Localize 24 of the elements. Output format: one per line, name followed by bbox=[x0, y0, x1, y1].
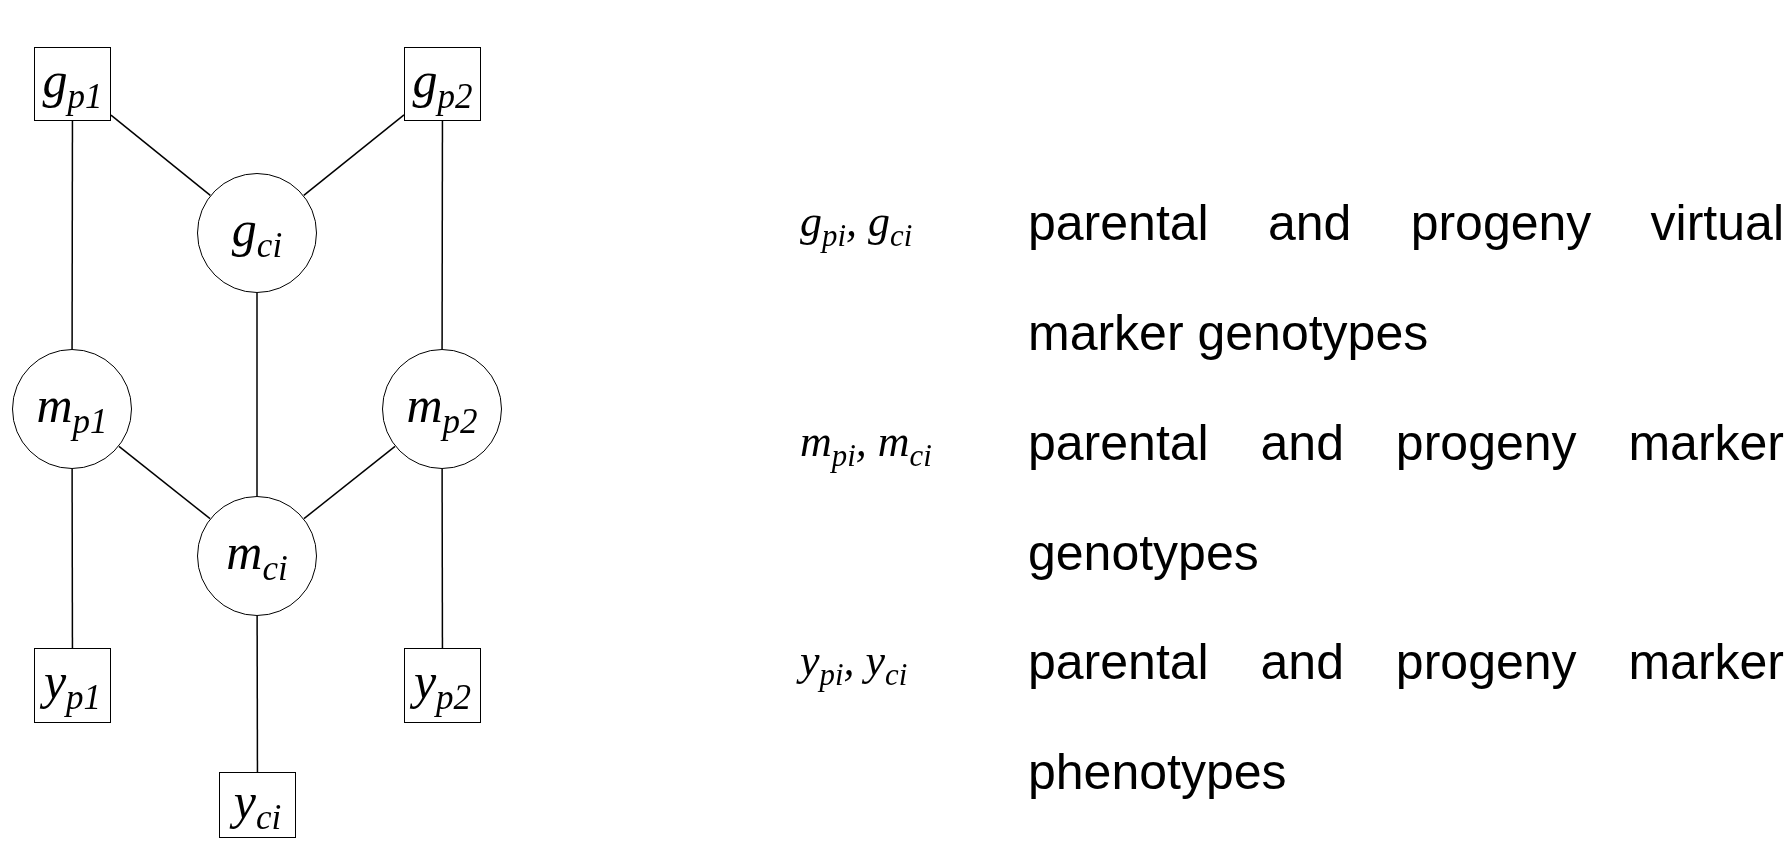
connector-line bbox=[441, 120, 444, 350]
variable-box bbox=[34, 47, 111, 121]
variable-symbol: g$_{ci}$ bbox=[231, 203, 283, 263]
connector-line bbox=[256, 292, 258, 497]
variable-box bbox=[404, 47, 481, 121]
variable-symbol: m$_{ci}$ bbox=[226, 526, 288, 586]
connector-line bbox=[71, 468, 74, 649]
connector-line bbox=[441, 468, 444, 649]
variable-symbol: g$_{p2}$ bbox=[412, 54, 473, 114]
description-text: parental and progeny marker phenotypes bbox=[1028, 633, 1784, 802]
variable-box bbox=[34, 648, 111, 723]
variable-box bbox=[219, 772, 296, 838]
connector-line bbox=[256, 615, 259, 773]
connector-line bbox=[303, 114, 405, 197]
connector-line bbox=[71, 120, 74, 350]
connector-line bbox=[303, 445, 396, 520]
variable-symbol: g$_{p1}$ bbox=[42, 54, 103, 114]
variable-symbols: m$_{pi}$, m$_{ci}$ bbox=[800, 416, 932, 474]
variable-symbol: m$_{p1}$ bbox=[36, 379, 108, 439]
connector-line bbox=[110, 114, 212, 197]
connector-line bbox=[118, 445, 211, 520]
variable-symbol: m$_{p2}$ bbox=[406, 379, 478, 439]
variable-symbols: g$_{pi}$, g$_{ci}$ bbox=[800, 196, 913, 254]
variable-box bbox=[404, 648, 481, 723]
